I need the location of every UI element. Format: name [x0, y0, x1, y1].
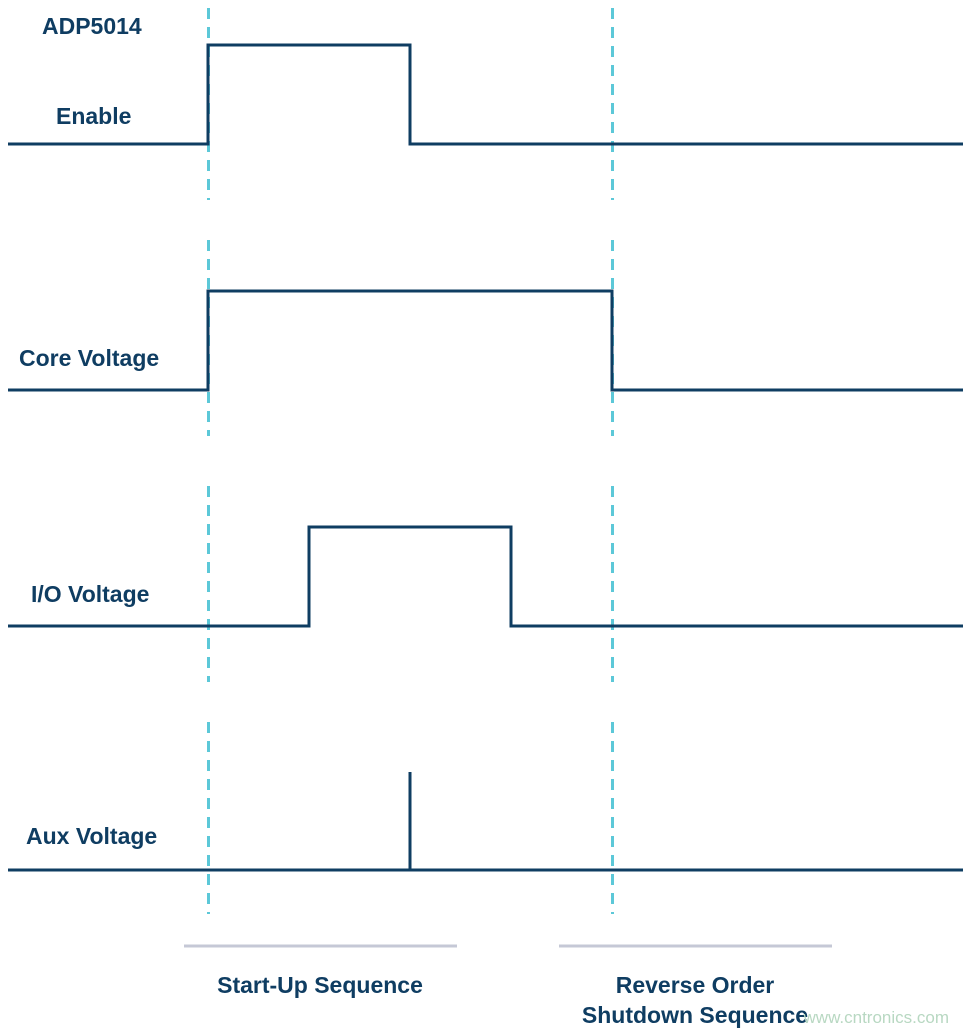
signal-trace [8, 772, 963, 872]
shutdown-label-line1: Reverse Order [615, 972, 775, 998]
io-voltage-label: I/O Voltage [31, 581, 150, 607]
signal-trace [8, 289, 963, 392]
signal-trace [8, 525, 963, 628]
startup-sequence-label: Start-Up Sequence [217, 972, 423, 998]
aux-voltage-label: Aux Voltage [26, 823, 158, 849]
signal-traces [8, 43, 963, 872]
enable-label: Enable [56, 103, 132, 129]
core-voltage-label: Core Voltage [19, 345, 160, 371]
watermark: www.cntronics.com [803, 1008, 949, 1027]
shutdown-sequence-label: Reverse Order Shutdown Sequence [545, 970, 845, 1030]
shutdown-label-line2: Shutdown Sequence [581, 1002, 809, 1028]
signal-trace [8, 43, 963, 146]
device-title: ADP5014 [42, 13, 142, 39]
